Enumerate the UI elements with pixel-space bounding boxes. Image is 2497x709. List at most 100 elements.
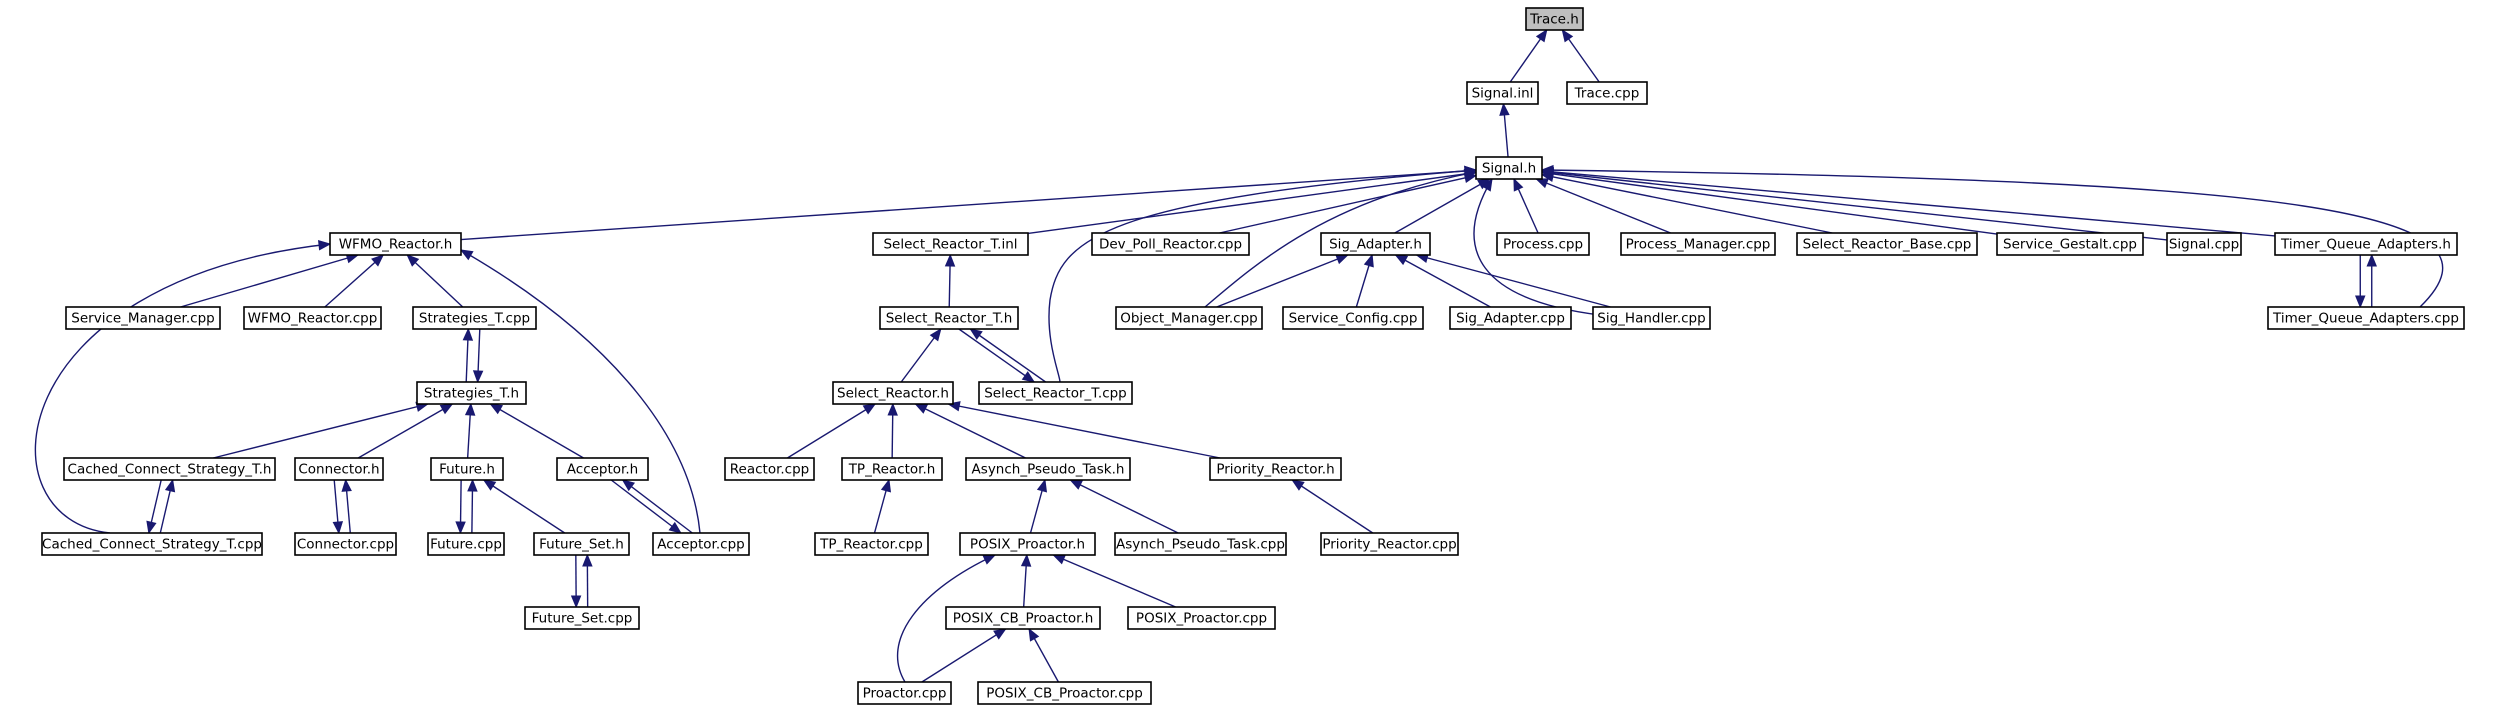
edge-posix-proactor-h-to-posix-proactor-cpp (1053, 554, 1176, 608)
node-posix-proactor-h[interactable]: POSIX_Proactor.h (959, 532, 1096, 556)
edge-wfmo-reactor-h-to-cached-connect-strategy-t-cpp (34, 243, 331, 534)
node-box (945, 606, 1101, 630)
node-box (959, 532, 1096, 556)
node-posix-proactor-cpp[interactable]: POSIX_Proactor.cpp (1127, 606, 1276, 630)
node-priority-reactor-h[interactable]: Priority_Reactor.h (1209, 457, 1342, 481)
node-sig-adapter-cpp[interactable]: Sig_Adapter.cpp (1449, 306, 1572, 330)
edge-signal-h-to-select-reactor-t-cpp-arrowhead (1464, 165, 1478, 177)
node-box (1320, 532, 1459, 556)
node-box (41, 532, 263, 556)
node-box (63, 457, 276, 481)
node-label: Future.h (439, 462, 495, 478)
node-asynch-pseudo-task-cpp[interactable]: Asynch_Pseudo_Task.cpp (1114, 532, 1287, 556)
node-label: WFMO_Reactor.h (339, 237, 453, 253)
node-acceptor-cpp[interactable]: Acceptor.cpp (652, 532, 750, 556)
node-sig-handler-cpp[interactable]: Sig_Handler.cpp (1592, 306, 1711, 330)
edge-wfmo-reactor-h-to-cached-connect-strategy-t-cpp-arrowhead (317, 240, 332, 251)
node-proactor-cpp[interactable]: Proactor.cpp (857, 681, 952, 705)
node-process-manager-cpp[interactable]: Process_Manager.cpp (1620, 232, 1776, 256)
node-connector-h[interactable]: Connector.h (294, 457, 384, 481)
node-label: Priority_Reactor.cpp (1322, 537, 1456, 553)
edge-strategies-t-h-to-future-h-arrowhead (464, 402, 476, 416)
edge-future-h-to-future-set-h-arrowhead (482, 479, 497, 491)
edge-select-reactor-h-to-priority-reactor-h (948, 403, 1221, 459)
node-label: Signal.inl (1472, 86, 1534, 102)
node-wfmo-reactor-h[interactable]: WFMO_Reactor.h (329, 232, 462, 256)
edge-posix-proactor-h-to-proactor-cpp (896, 554, 996, 683)
node-label: Object_Manager.cpp (1120, 311, 1258, 327)
node-select-reactor-t-cpp[interactable]: Select_Reactor_T.cpp (978, 381, 1133, 405)
edge-strategies-t-h-to-strategies-t-cpp-arrowhead (472, 370, 484, 384)
node-future-set-h[interactable]: Future_Set.h (533, 532, 630, 556)
node-box (977, 681, 1152, 705)
node-box (857, 681, 952, 705)
node-label: Service_Manager.cpp (71, 311, 214, 327)
node-posix-cb-proactor-cpp[interactable]: POSIX_CB_Proactor.cpp (977, 681, 1152, 705)
node-object-manager-cpp[interactable]: Object_Manager.cpp (1115, 306, 1263, 330)
node-process-cpp[interactable]: Process.cpp (1496, 232, 1590, 256)
node-box (1496, 232, 1590, 256)
node-wfmo-reactor-cpp[interactable]: WFMO_Reactor.cpp (243, 306, 382, 330)
node-connector-cpp[interactable]: Connector.cpp (294, 532, 397, 556)
node-sig-adapter-h[interactable]: Sig_Adapter.h (1320, 232, 1431, 256)
edge-signal-h-to-timer-queue-adapters-h (1541, 170, 2276, 237)
node-box (524, 606, 640, 630)
node-box (978, 381, 1133, 405)
node-signal-h[interactable]: Signal.h (1475, 156, 1543, 180)
node-timer-queue-adapters-h[interactable]: Timer_Queue_Adapters.h (2274, 232, 2458, 256)
node-dev-poll-reactor-cpp[interactable]: Dev_Poll_Reactor.cpp (1091, 232, 1250, 256)
node-select-reactor-t-h[interactable]: Select_Reactor_T.h (879, 306, 1019, 330)
node-box (1620, 232, 1776, 256)
node-strategies-t-cpp[interactable]: Strategies_T.cpp (412, 306, 537, 330)
node-box (879, 306, 1019, 330)
node-box (1996, 232, 2144, 256)
edge-future-h-to-future-set-h (483, 479, 566, 534)
node-future-set-cpp[interactable]: Future_Set.cpp (524, 606, 640, 630)
node-label: Signal.h (1482, 161, 1536, 177)
edge-select-reactor-t-h-to-select-reactor-t-cpp-arrowhead (969, 328, 983, 340)
node-strategies-t-h[interactable]: Strategies_T.h (416, 381, 527, 405)
node-trace-cpp[interactable]: Trace.cpp (1566, 81, 1648, 105)
node-box (965, 457, 1131, 481)
node-box (1796, 232, 1978, 256)
node-cached-connect-strategy-t-cpp[interactable]: Cached_Connect_Strategy_T.cpp (41, 532, 263, 556)
node-signal-inl[interactable]: Signal.inl (1466, 81, 1539, 105)
node-service-gestalt-cpp[interactable]: Service_Gestalt.cpp (1996, 232, 2144, 256)
edge-strategies-t-h-to-connector-h (357, 403, 453, 459)
node-service-manager-cpp[interactable]: Service_Manager.cpp (65, 306, 221, 330)
edge-asynch-pseudo-task-h-to-posix-proactor-h-arrowhead (1036, 478, 1048, 493)
edge-wfmo-reactor-h-to-strategies-t-cpp (406, 254, 464, 308)
edge-select-reactor-h-to-asynch-pseudo-task-h-arrowhead (914, 403, 929, 414)
node-acceptor-h[interactable]: Acceptor.h (556, 457, 649, 481)
node-tp-reactor-h[interactable]: TP_Reactor.h (841, 457, 943, 481)
edge-wfmo-reactor-h-to-acceptor-cpp-arrowhead (459, 249, 474, 261)
node-priority-reactor-cpp[interactable]: Priority_Reactor.cpp (1320, 532, 1459, 556)
node-cached-connect-strategy-t-h[interactable]: Cached_Connect_Strategy_T.h (63, 457, 276, 481)
node-tp-reactor-cpp[interactable]: TP_Reactor.cpp (814, 532, 929, 556)
node-service-config-cpp[interactable]: Service_Config.cpp (1282, 306, 1424, 330)
edge-posix-proactor-h-to-proactor-cpp-arrowhead (982, 554, 997, 565)
node-label: Reactor.cpp (730, 462, 810, 478)
node-reactor-cpp[interactable]: Reactor.cpp (724, 457, 815, 481)
edge-signal-h-to-process-manager-cpp (1536, 178, 1671, 234)
node-posix-cb-proactor-h[interactable]: POSIX_CB_Proactor.h (945, 606, 1101, 630)
edge-sig-adapter-h-to-sig-handler-cpp (1416, 254, 1611, 308)
node-future-h[interactable]: Future.h (430, 457, 504, 481)
edge-future-set-h-to-future-set-cpp-arrowhead (582, 553, 593, 567)
node-label: Strategies_T.h (424, 386, 519, 402)
node-asynch-pseudo-task-h[interactable]: Asynch_Pseudo_Task.h (965, 457, 1131, 481)
node-future-cpp[interactable]: Future.cpp (427, 532, 505, 556)
node-select-reactor-h[interactable]: Select_Reactor.h (832, 381, 954, 405)
edge-posix-cb-proactor-h-to-proactor-cpp-arrowhead (993, 628, 1007, 640)
node-select-reactor-t-inl[interactable]: Select_Reactor_T.inl (872, 232, 1029, 256)
node-select-reactor-base-cpp[interactable]: Select_Reactor_Base.cpp (1796, 232, 1978, 256)
node-label: Service_Config.cpp (1289, 311, 1418, 327)
node-timer-queue-adapters-cpp[interactable]: Timer_Queue_Adapters.cpp (2267, 306, 2465, 330)
edge-signal-h-to-dev-poll-reactor-cpp (1219, 174, 1477, 234)
node-trace-h[interactable]: Trace.h (1525, 7, 1584, 31)
node-label: Priority_Reactor.h (1216, 462, 1334, 478)
node-box (1449, 306, 1572, 330)
node-label: Process_Manager.cpp (1626, 237, 1771, 253)
node-signal-cpp[interactable]: Signal.cpp (2166, 232, 2242, 256)
